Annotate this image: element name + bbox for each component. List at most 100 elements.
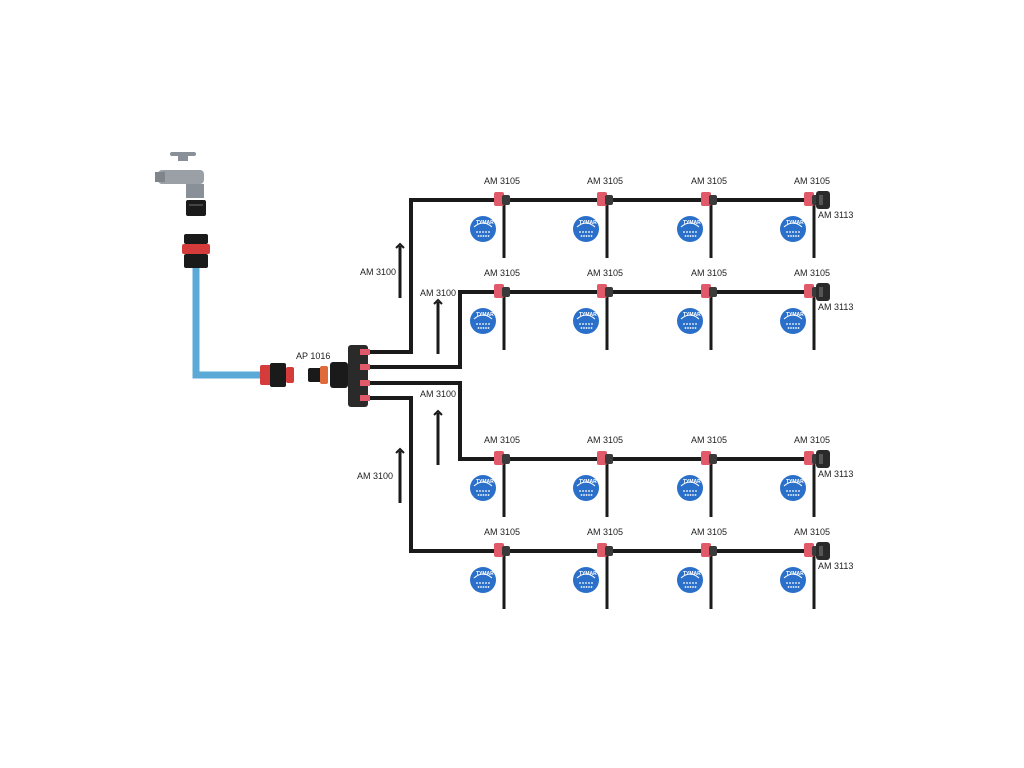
spray-nozzle-icon: TYMAR [573, 308, 599, 334]
dripper-icon [804, 192, 814, 206]
spray-nozzle-icon: TYMAR [573, 475, 599, 501]
end-cap-icon [816, 542, 830, 560]
spray-nozzle-icon: TYMAR [780, 216, 806, 242]
stake-icon [433, 409, 443, 465]
label-end-cap: AM 3113 [818, 561, 853, 571]
brand-label: TYMAR [786, 571, 804, 577]
end-cap-icon [816, 450, 830, 468]
manifold [348, 345, 370, 407]
brand-label: TYMAR [786, 220, 804, 226]
label-stake: AM 3100 [357, 471, 393, 481]
dripper-icon [494, 284, 504, 298]
label-dripper: AM 3105 [691, 176, 727, 186]
label-dripper: AM 3105 [484, 268, 520, 278]
quick-coupling-bottom [260, 363, 294, 387]
spray-nozzle-icon: TYMAR [677, 567, 703, 593]
label-stake: AM 3100 [420, 288, 456, 298]
adaptor-ap1016 [308, 362, 348, 388]
brand-label: TYMAR [786, 479, 804, 485]
stake-icon [395, 447, 405, 503]
spray-nozzle-icon: TYMAR [780, 308, 806, 334]
label-stake: AM 3100 [420, 389, 456, 399]
brand-label: TYMAR [579, 571, 597, 577]
brand-label: TYMAR [579, 220, 597, 226]
spray-nozzle-icon: TYMAR [677, 216, 703, 242]
spray-nozzle-icon: TYMAR [470, 567, 496, 593]
dripper-icon [804, 284, 814, 298]
dripper-icon [494, 543, 504, 557]
label-dripper: AM 3105 [484, 435, 520, 445]
hose-connector [186, 200, 206, 216]
end-cap-icon [816, 283, 830, 301]
dripper-icon [597, 284, 607, 298]
dripper-icon [701, 451, 711, 465]
label-ap1016: AP 1016 [296, 351, 330, 361]
label-dripper: AM 3105 [587, 268, 623, 278]
dripper-icon [494, 192, 504, 206]
spray-nozzle-icon: TYMAR [780, 475, 806, 501]
dripper-icon [701, 192, 711, 206]
dripper-icon [597, 451, 607, 465]
brand-label: TYMAR [786, 312, 804, 318]
spray-nozzle-icon: TYMAR [573, 567, 599, 593]
dripper-icon [804, 543, 814, 557]
label-end-cap: AM 3113 [818, 302, 853, 312]
brand-label: TYMAR [476, 220, 494, 226]
label-dripper: AM 3105 [794, 527, 830, 537]
label-dripper: AM 3105 [484, 527, 520, 537]
spray-nozzle-icon: TYMAR [677, 475, 703, 501]
label-dripper: AM 3105 [587, 176, 623, 186]
brand-label: TYMAR [476, 312, 494, 318]
label-dripper: AM 3105 [587, 435, 623, 445]
dripper-icon [494, 451, 504, 465]
dripper-icon [804, 451, 814, 465]
stake-icon [433, 298, 443, 354]
faucet-icon [155, 152, 204, 198]
label-dripper: AM 3105 [484, 176, 520, 186]
garden-hose [192, 268, 262, 379]
label-end-cap: AM 3113 [818, 469, 853, 479]
brand-label: TYMAR [683, 312, 701, 318]
brand-label: TYMAR [683, 571, 701, 577]
label-dripper: AM 3105 [794, 268, 830, 278]
label-dripper: AM 3105 [794, 176, 830, 186]
label-stake: AM 3100 [360, 267, 396, 277]
label-dripper: AM 3105 [587, 527, 623, 537]
spray-nozzle-icon: TYMAR [470, 475, 496, 501]
label-dripper: AM 3105 [691, 527, 727, 537]
label-dripper: AM 3105 [691, 268, 727, 278]
label-dripper: AM 3105 [794, 435, 830, 445]
label-end-cap: AM 3113 [818, 210, 853, 220]
dripper-icon [701, 284, 711, 298]
label-dripper: AM 3105 [691, 435, 727, 445]
brand-label: TYMAR [683, 479, 701, 485]
brand-label: TYMAR [683, 220, 701, 226]
stake-icon [395, 242, 405, 298]
spray-nozzle-icon: TYMAR [470, 308, 496, 334]
brand-label: TYMAR [476, 479, 494, 485]
spray-nozzle-icon: TYMAR [573, 216, 599, 242]
dripper-icon [597, 192, 607, 206]
quick-coupling-top [182, 234, 210, 268]
stakes-layer: AM 3100 AM 3100 AM 3100 AM 3100 [357, 242, 456, 503]
dripper-icon [597, 543, 607, 557]
dripper-icon [701, 543, 711, 557]
brand-label: TYMAR [579, 312, 597, 318]
